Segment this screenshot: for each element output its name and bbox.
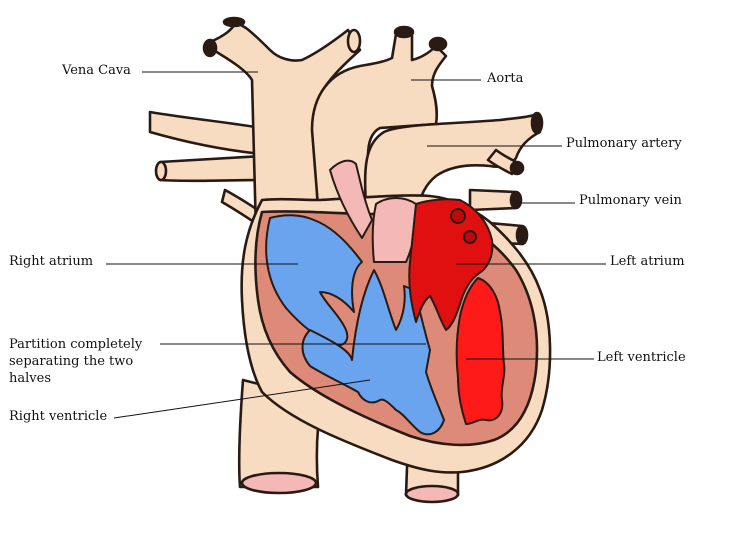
label-partition: Partition completely separating the two … (9, 337, 143, 386)
pulmonary-artery-trunk (363, 112, 542, 212)
right-ventricle-chamber (301, 269, 445, 436)
label-left-ventricle: Left ventricle (597, 350, 686, 365)
label-right-atrium: Right atrium (9, 254, 94, 269)
pulmonary-vein-inlet-1 (450, 208, 466, 224)
pulmonary-vein-upper-opening (509, 190, 523, 210)
pulmonary-valve-segment (371, 197, 418, 263)
vena-cava-inner-opening (329, 159, 373, 239)
vena-cava-branch-upper (148, 110, 264, 156)
label-pulmonary-vein: Pulmonary vein (579, 193, 682, 208)
label-aorta: Aorta (487, 71, 524, 86)
vena-cava-branch-lower (158, 154, 264, 183)
label-vena-cava: Vena Cava (62, 63, 131, 78)
pulmonary-artery-opening-lower (509, 160, 525, 176)
pulmonary-artery-opening-upper (530, 111, 544, 135)
right-atrium-chamber (265, 214, 363, 346)
aorta-branch-opening-2 (428, 36, 448, 52)
leader-right-ventricle (113, 379, 371, 419)
pulmonary-vein-lower-opening (515, 224, 529, 246)
svc-opening-top (222, 16, 246, 28)
pulmonary-vein-upper (468, 188, 518, 212)
label-left-atrium: Left atrium (610, 254, 685, 269)
label-right-ventricle: Right ventricle (9, 409, 108, 424)
svc-opening-left (202, 38, 218, 58)
pulmonary-vein-inlet-2 (463, 230, 477, 244)
label-pulmonary-artery: Pulmonary artery (566, 136, 682, 151)
inferior-vena-cava-opening (240, 471, 318, 495)
aorta-branch-opening-1 (393, 25, 415, 39)
left-ventricle-chamber (455, 277, 506, 425)
descending-aorta-opening (404, 484, 460, 504)
svc-opening-right (346, 28, 362, 54)
vena-cava-branch-lower-opening (154, 160, 168, 182)
